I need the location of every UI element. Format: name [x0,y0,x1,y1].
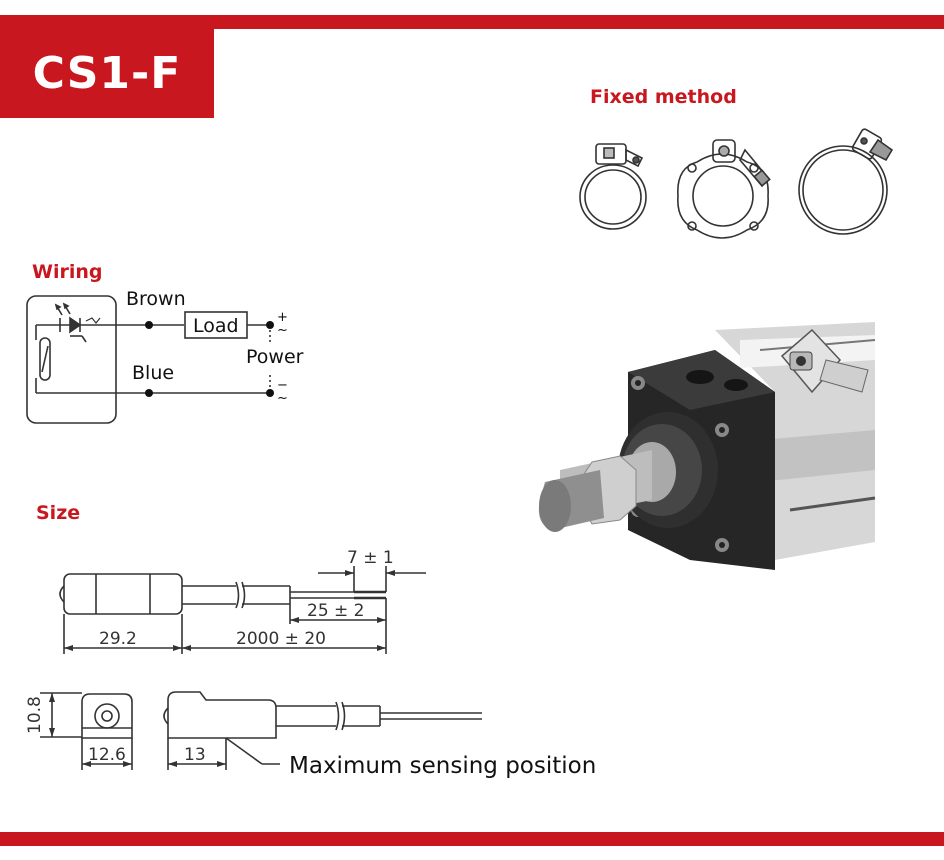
fixed-method-label: Fixed method [590,86,737,108]
dim-12-6: 12.6 [88,745,126,765]
reed-switch-icon [35,325,51,393]
clamp-square-icon [677,139,771,239]
power-minus: − [277,378,288,393]
sensor-side-view-2 [163,691,482,770]
power-tilde-bottom: ~ [277,391,288,406]
power-label: Power [246,346,304,368]
sensor-front-view [40,692,133,770]
dimension-arrows [49,570,395,737]
blue-wire-label: Blue [132,362,174,384]
size-label: Size [36,502,81,524]
led-icon [36,302,101,343]
dim-29-2: 29.2 [99,629,137,649]
clamp-tie-rod-icon [798,128,894,235]
dim-13: 13 [184,745,206,765]
top-red-bar [0,15,944,29]
air-cylinder-photo [538,322,876,570]
power-plus: + [277,310,288,325]
sensor-housing-outline [26,295,117,424]
power-tilde-top: ~ [277,323,288,338]
bottom-red-bar [0,832,944,846]
dim-10-8: 10.8 [25,696,45,734]
dim-25: 25 ± 2 [307,601,365,621]
dim-7: 7 ± 1 [347,548,394,568]
product-title: CS1-F [0,29,214,118]
clamp-round-icon [579,143,647,230]
load-label: Load [193,315,239,337]
dim-2000: 2000 ± 20 [236,629,326,649]
max-sensing-label: Maximum sensing position [289,753,596,779]
brown-wire-label: Brown [126,288,186,310]
sensor-side-view [59,566,426,654]
wiring-label: Wiring [32,261,103,283]
